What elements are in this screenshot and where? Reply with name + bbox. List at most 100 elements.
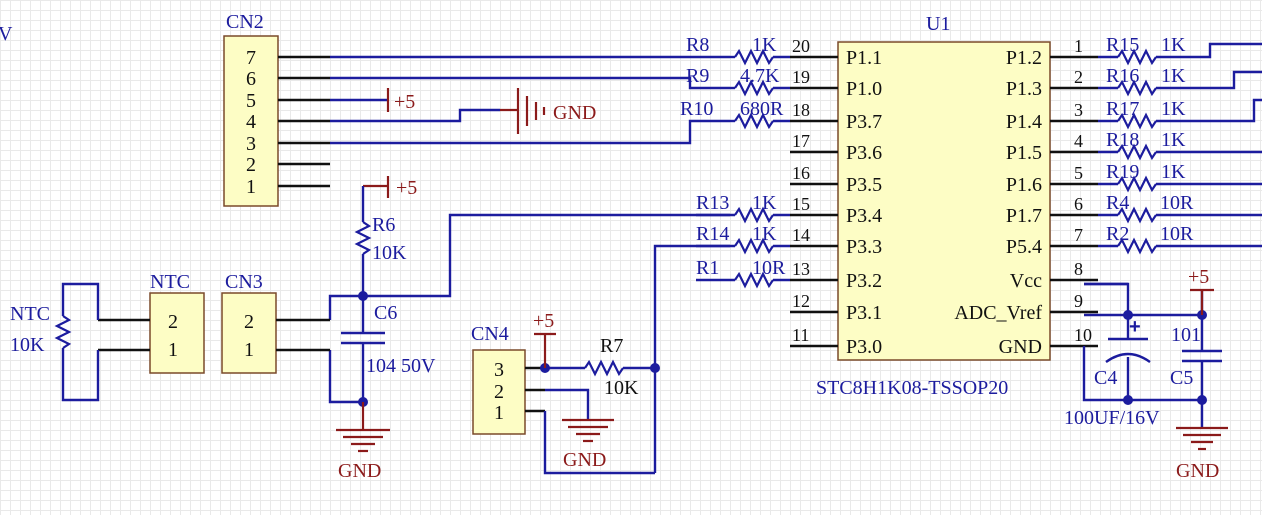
vcc-label: +5 — [394, 91, 415, 113]
u1-pin-number: 13 — [792, 259, 810, 279]
resistor-body — [1117, 48, 1157, 66]
resistor-body — [734, 206, 774, 224]
cn4-wires: R7 10K — [540, 244, 730, 475]
resistor-ref: R16 — [1106, 65, 1139, 87]
resistor-body — [1117, 206, 1157, 224]
u1-pin-number: 16 — [792, 163, 810, 183]
resistor-value: 1K — [1161, 161, 1186, 183]
polarity-plus-icon: + — [1129, 316, 1141, 338]
ntc-signal-wire — [328, 213, 730, 320]
cn2-pin-number: 5 — [246, 90, 256, 112]
power-symbol-5v-r6: +5 — [363, 176, 417, 199]
u1-pin-number: 18 — [792, 100, 810, 120]
cn4-pin-number: 1 — [494, 402, 504, 424]
vcc-label: +5 — [1188, 266, 1209, 288]
u1-pin-number: 1 — [1074, 36, 1083, 56]
cn2-wires — [330, 55, 730, 145]
u1-microcontroller: U1 STC8H1K08-TSSOP20 20P1.119P1.018P3.71… — [790, 13, 1098, 399]
resistor-value: 10R — [1160, 192, 1194, 214]
ground-symbol-cn2: GND — [500, 88, 596, 134]
u1-pin-name: P1.7 — [1006, 205, 1042, 227]
c5-ref: C5 — [1170, 367, 1193, 389]
cn2-pin-number: 1 — [246, 176, 256, 198]
resistor-value: 680R — [740, 98, 784, 120]
gnd-label: GND — [553, 102, 596, 124]
ground-symbol-cn4: GND — [562, 418, 614, 471]
u1-pin-name: P3.5 — [846, 174, 882, 196]
cn4-body — [472, 349, 526, 435]
resistor-body — [734, 112, 774, 130]
resistor-ref: R1 — [696, 257, 719, 279]
resistor-value: 1K — [752, 223, 777, 245]
ntc-connector-pin-number: 2 — [168, 311, 178, 333]
power-symbol-5v-cn4: +5 — [533, 310, 556, 368]
cn4-ref: CN4 — [471, 323, 509, 345]
resistor-value: 1K — [752, 192, 777, 214]
u1-pin-number: 8 — [1074, 259, 1083, 279]
resistor-body — [734, 79, 774, 97]
u1-pin-number: 2 — [1074, 67, 1083, 87]
u1-pin-name: P1.3 — [1006, 78, 1042, 100]
resistor-body — [1117, 79, 1157, 97]
cn2-body — [223, 35, 279, 207]
resistor-ref: R9 — [686, 65, 709, 87]
ntc-connector-ref: NTC — [150, 271, 190, 293]
u1-pin-number: 15 — [792, 194, 810, 214]
ground-symbol-c6: GND — [336, 402, 390, 482]
u1-pin-name: GND — [999, 336, 1042, 358]
u1-pin-number: 10 — [1074, 325, 1092, 345]
power-network: + C4 100UF/16V 101 C5 — [1064, 282, 1222, 429]
resistor-value: 10R — [1160, 223, 1194, 245]
r6-value: 10K — [372, 242, 407, 264]
power-symbol-5v-cn2: +5 — [386, 88, 415, 113]
resistor-body — [734, 271, 774, 289]
u1-pin-number: 17 — [792, 131, 810, 151]
cn2-pin-number: 6 — [246, 68, 256, 90]
ntc-connector-pin-number: 1 — [168, 339, 178, 361]
cn2-pin-number: 7 — [246, 47, 256, 69]
r7-ref: R7 — [600, 335, 623, 357]
u1-pin-name: P1.5 — [1006, 142, 1042, 164]
u1-pin-number: 14 — [792, 225, 810, 245]
gnd-label: GND — [338, 460, 381, 482]
u1-pin-name: P1.4 — [1006, 111, 1042, 133]
u1-pin-name: P5.4 — [1006, 236, 1042, 258]
u1-pin-name: P3.4 — [846, 205, 882, 227]
ntc-connector: NTC 2 1 — [98, 271, 205, 374]
u1-pin-number: 9 — [1074, 291, 1083, 311]
cn3-body — [221, 292, 277, 374]
resistor-ref: R18 — [1106, 129, 1139, 151]
resistor-body — [1117, 143, 1157, 161]
edge-fragment-label: V — [0, 23, 13, 45]
resistor-ref: R17 — [1106, 98, 1139, 120]
ground-symbol-c5: GND — [1176, 426, 1228, 482]
r7-value: 10K — [604, 377, 639, 399]
u1-pin-name: P3.3 — [846, 236, 882, 258]
r6-ref: R6 — [372, 214, 395, 236]
u1-pin-number: 7 — [1074, 225, 1083, 245]
cn3-connector: CN3 2 1 — [221, 271, 330, 374]
cn2-pin-number: 3 — [246, 133, 256, 155]
resistor-value: 1K — [1161, 65, 1186, 87]
cn4-pin-number: 3 — [494, 359, 504, 381]
u1-pin-number: 4 — [1074, 131, 1083, 151]
u1-pin-name: P3.6 — [846, 142, 882, 164]
c6-capacitor: C6 104 50V — [341, 296, 436, 402]
c5-value: 101 — [1171, 324, 1201, 346]
resistor-value: 1K — [1161, 98, 1186, 120]
gnd-label: GND — [1176, 460, 1219, 482]
power-symbol-5v-c5: +5 — [1188, 266, 1214, 315]
cn2-ref: CN2 — [226, 11, 264, 33]
u1-pin-name: P1.1 — [846, 47, 882, 69]
resistor-value: 1K — [1161, 34, 1186, 56]
cn4-connector: CN4 3 2 1 — [471, 323, 545, 435]
resistor-body — [1117, 237, 1157, 255]
gnd-label: GND — [563, 449, 606, 471]
resistor-ref: R14 — [696, 223, 729, 245]
u1-pin-name: P3.2 — [846, 270, 882, 292]
u1-pin-number: 19 — [792, 67, 810, 87]
u1-pin-name: Vcc — [1010, 270, 1042, 292]
junction-dot — [1123, 395, 1133, 405]
u1-pin-number: 3 — [1074, 100, 1083, 120]
